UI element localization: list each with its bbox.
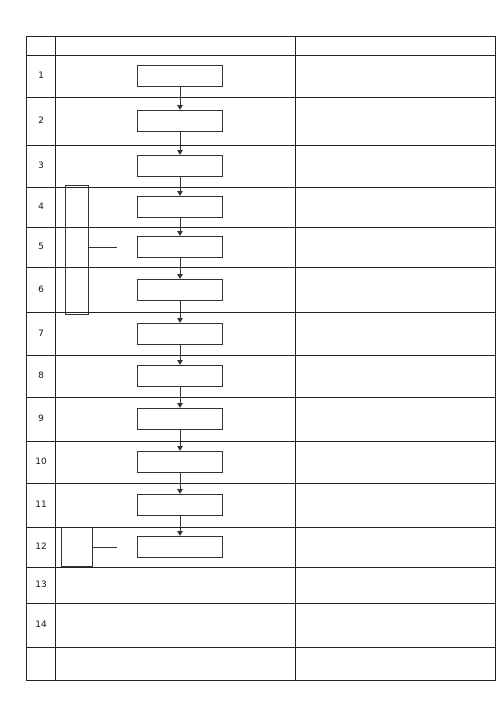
table-bottom-line <box>27 647 495 648</box>
flow-arrow <box>177 258 183 278</box>
row-divider <box>27 227 495 228</box>
row-number: 4 <box>38 202 44 212</box>
process-step-box <box>137 155 223 177</box>
row-divider <box>27 527 495 528</box>
step-description <box>299 314 492 353</box>
feedback-connector <box>89 247 117 248</box>
footer <box>0 681 503 701</box>
process-step-box <box>137 65 223 87</box>
row-divider <box>27 355 495 356</box>
step-description <box>299 443 492 481</box>
flow-title <box>55 37 295 55</box>
row-number: 1 <box>38 71 44 81</box>
row-number: 11 <box>35 500 47 510</box>
row-divider <box>27 312 495 313</box>
step-description <box>299 269 492 310</box>
row-number: 14 <box>35 620 47 630</box>
process-step-box <box>137 236 223 258</box>
process-step-box <box>137 278 223 301</box>
row-number: 9 <box>38 414 44 424</box>
modify-design-box <box>65 185 89 315</box>
process-step-box <box>137 494 223 516</box>
step-description <box>299 399 492 439</box>
step-description <box>299 189 492 225</box>
process-step-box <box>137 322 223 345</box>
row-number: 6 <box>38 284 44 295</box>
flow-arrow <box>177 344 183 365</box>
flow-arrow <box>177 177 183 196</box>
desc-title <box>295 37 497 55</box>
process-step-box <box>137 408 223 430</box>
process-step-box <box>137 451 223 473</box>
process-step-box <box>137 110 223 132</box>
row-divider <box>27 483 495 484</box>
row-number: 8 <box>38 371 44 381</box>
inspect-box <box>61 527 93 567</box>
row-divider <box>27 97 495 98</box>
row-divider <box>27 55 495 56</box>
flow-arrow <box>177 430 183 451</box>
step-description <box>299 605 492 645</box>
flow-arrow <box>177 473 183 494</box>
step-description <box>299 99 492 143</box>
step-description <box>299 569 492 601</box>
corner-label <box>3 36 25 54</box>
flow-arrow <box>177 218 183 236</box>
process-step-box <box>137 196 223 218</box>
step-description <box>299 57 492 95</box>
flow-arrow <box>177 300 183 323</box>
feedback-connector <box>93 547 117 548</box>
row-number: 13 <box>35 580 47 590</box>
process-step-box <box>137 536 223 558</box>
row-divider <box>27 603 495 604</box>
row-number: 2 <box>38 116 44 126</box>
flow-arrow <box>177 87 183 110</box>
flow-arrow <box>177 132 183 155</box>
process-step-box <box>137 365 223 387</box>
row-number: 3 <box>38 161 44 171</box>
row-number: 12 <box>35 542 47 552</box>
step-description <box>299 485 492 525</box>
row-divider <box>27 145 495 146</box>
col-divider-desc <box>295 37 296 680</box>
step-description <box>299 529 492 565</box>
flow-arrow <box>177 387 183 408</box>
row-divider <box>27 187 495 188</box>
row-divider <box>27 267 495 268</box>
step-description <box>299 147 492 185</box>
row-number: 5 <box>38 242 44 252</box>
row-divider <box>27 567 495 568</box>
step-description <box>299 229 492 265</box>
row-divider <box>27 397 495 398</box>
row-number: 7 <box>38 328 44 339</box>
row-number: 10 <box>35 457 47 467</box>
row-divider <box>27 441 495 442</box>
step-description <box>299 357 492 395</box>
col-divider-num <box>55 37 56 680</box>
flow-arrow <box>177 516 183 536</box>
